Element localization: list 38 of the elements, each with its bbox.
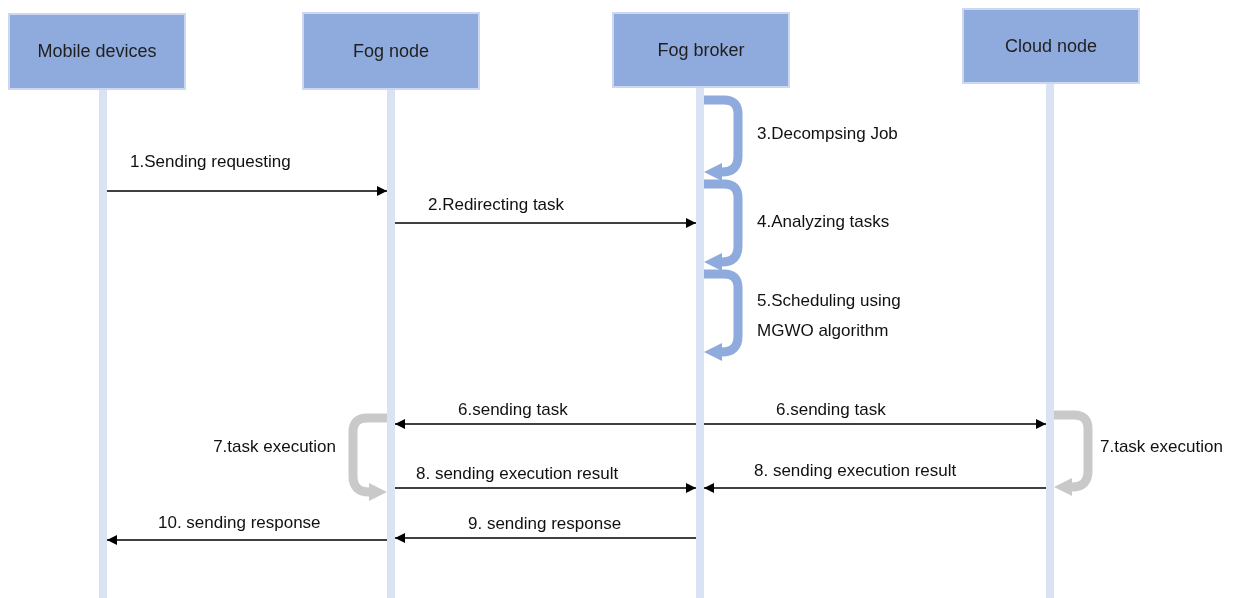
lifeline-bar bbox=[99, 90, 107, 598]
edge-label: 7.task execution bbox=[1100, 436, 1224, 458]
message-arrow bbox=[703, 419, 1047, 429]
header-label: Fog broker bbox=[657, 38, 745, 62]
lifeline-bar bbox=[387, 90, 395, 598]
message-arrow bbox=[394, 483, 697, 493]
lifeline-bar bbox=[696, 88, 704, 598]
lifeline-header-box bbox=[302, 12, 480, 90]
message-arrow bbox=[394, 533, 697, 543]
header-label: Fog node bbox=[352, 39, 430, 63]
message-arrow bbox=[106, 186, 388, 196]
edge-label: 9. sending response bbox=[468, 513, 623, 535]
lifeline-bar bbox=[1046, 84, 1054, 598]
edge-label: 1.Sending requesting bbox=[130, 151, 292, 173]
lifeline-header-box bbox=[612, 12, 790, 88]
message-arrow bbox=[394, 218, 697, 228]
lifeline-header-box bbox=[962, 8, 1140, 84]
edge-label: 2.Redirecting task bbox=[428, 194, 566, 216]
self-message-arrow bbox=[704, 179, 743, 271]
edge-label: 10. sending response bbox=[158, 512, 322, 534]
message-arrow bbox=[703, 483, 1047, 493]
edge-label: 8. sending execution result bbox=[416, 463, 620, 485]
header-label: Mobile devices bbox=[37, 40, 157, 63]
edge-label: 6.sending task bbox=[776, 399, 887, 421]
lifeline-header-box bbox=[8, 13, 186, 90]
message-arrow bbox=[106, 535, 388, 545]
edge-label: 5.Scheduling using MGWO algorithm bbox=[757, 290, 902, 342]
self-message-arrow bbox=[704, 95, 743, 181]
header-label: Cloud node bbox=[1004, 34, 1098, 58]
edge-label: 6.sending task bbox=[458, 399, 569, 421]
edge-label: 8. sending execution result bbox=[754, 460, 958, 482]
edge-label: 4.Analyzing tasks bbox=[757, 211, 891, 233]
self-message-arrow bbox=[704, 269, 743, 361]
edge-label: 3.Decompsing Job bbox=[757, 123, 899, 145]
edge-label: 7.task execution bbox=[212, 436, 336, 458]
self-message-arrow bbox=[348, 413, 387, 501]
message-arrow bbox=[394, 419, 697, 429]
self-message-arrow bbox=[1054, 410, 1093, 496]
